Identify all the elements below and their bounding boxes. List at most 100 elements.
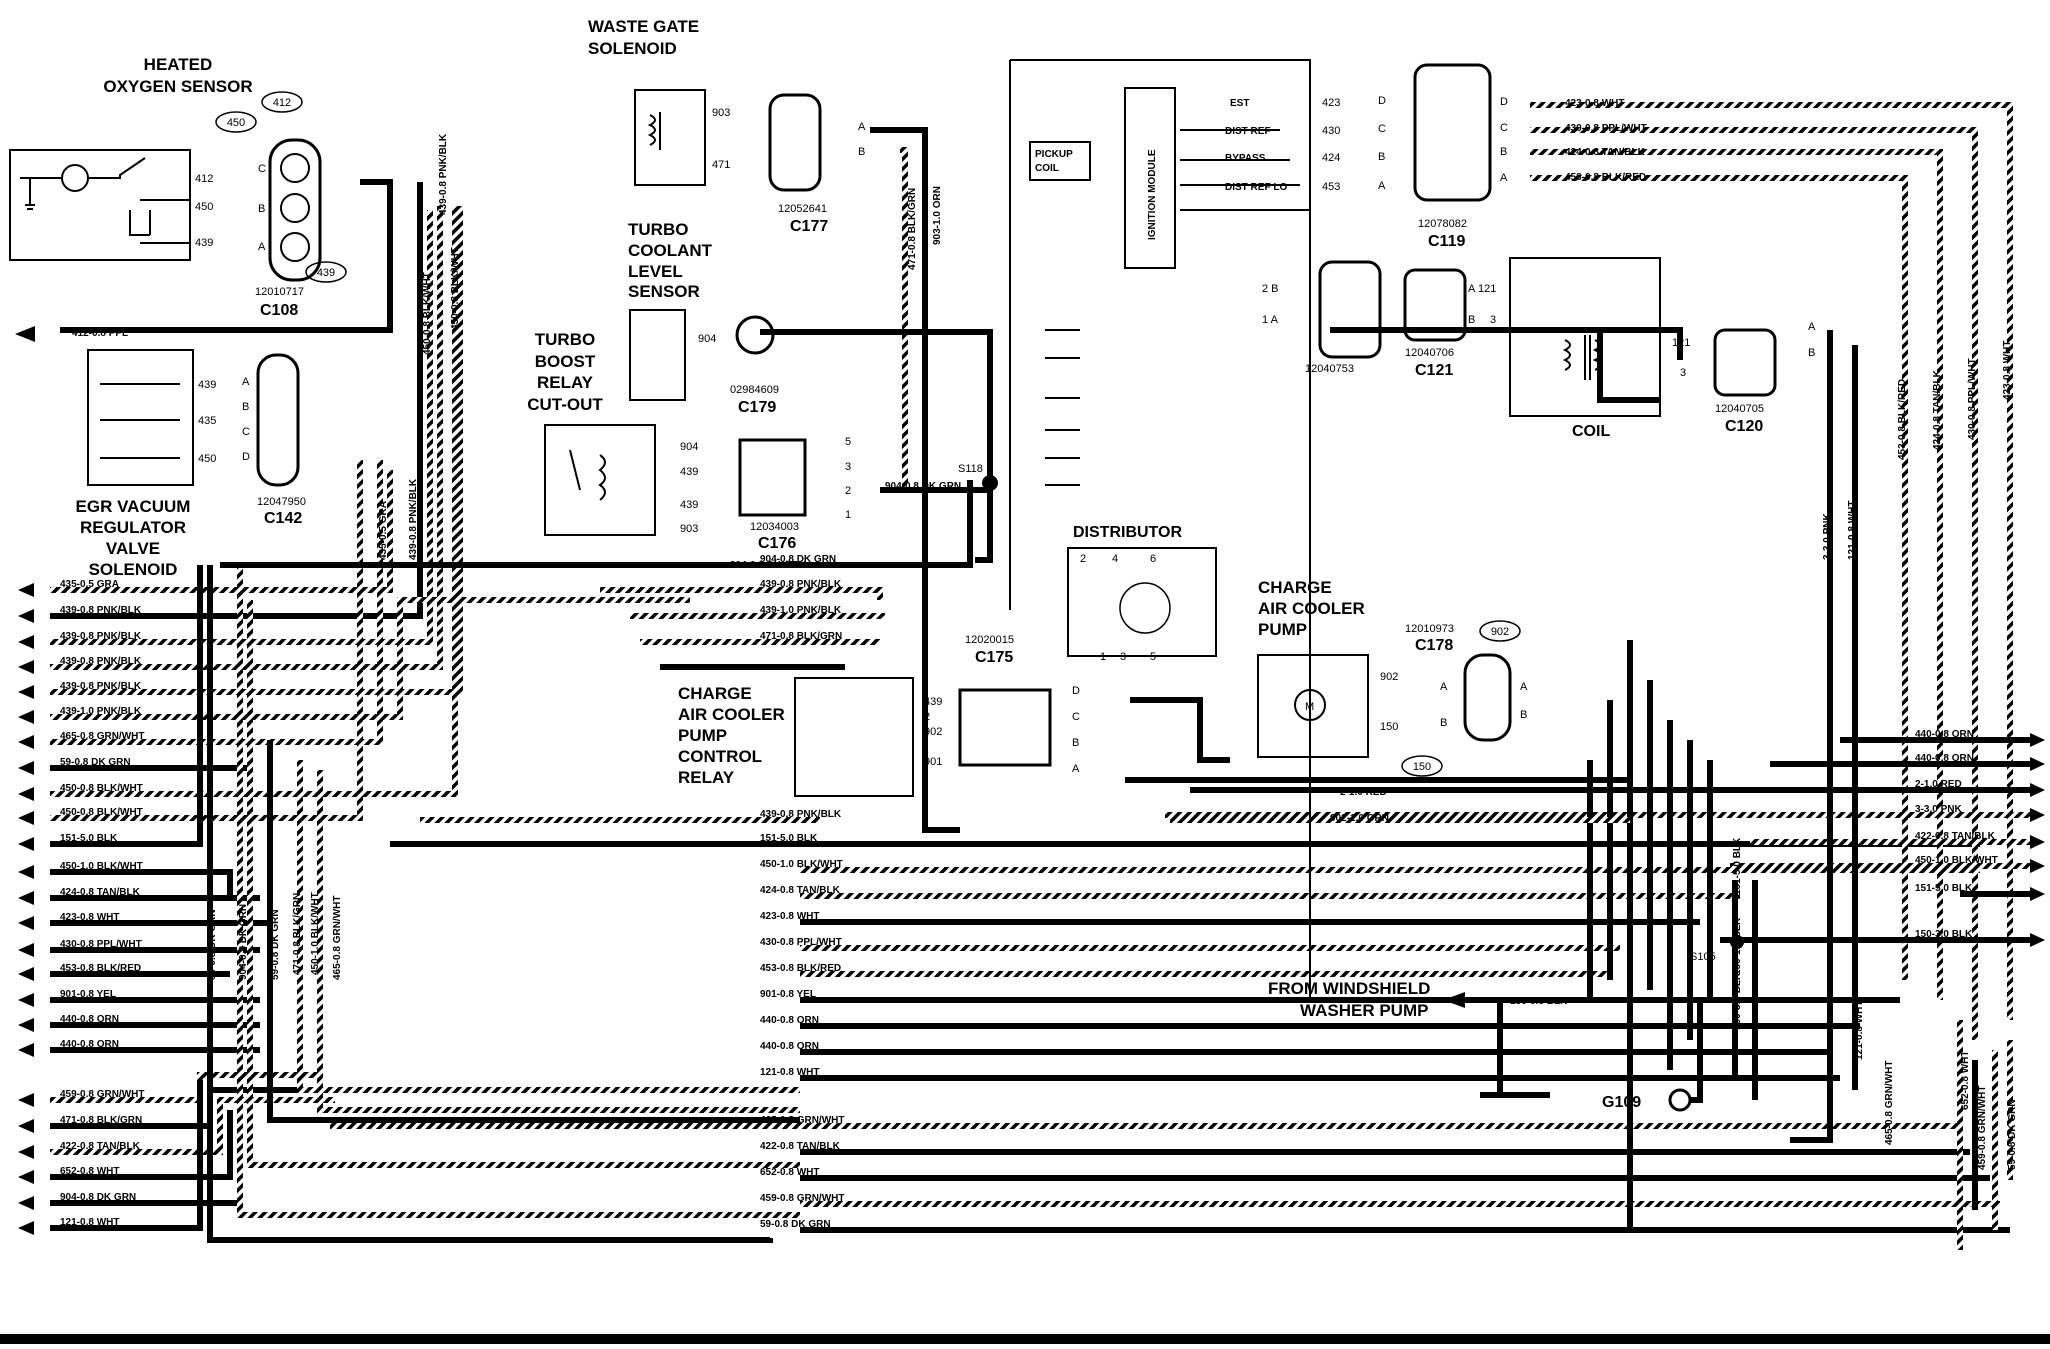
- right-wire-labels: 440-0.8 ORN 440-0.8 ORN 2-1.0 RED 3-3.0 PNK…: [1915, 729, 1998, 940]
- c175-label: C175: [975, 649, 1013, 666]
- misc-wire-904: 904-0.8 DK GRN: [730, 560, 806, 571]
- coolant-title-1: TURBO: [628, 220, 688, 239]
- o2-heater-icon: [61, 164, 89, 192]
- left-wire-label: 904-0.8 DK GRN: [60, 1192, 136, 1203]
- c108-pin-439: [280, 232, 310, 262]
- c142-part-number: 12047950: [257, 496, 306, 508]
- cac-relay-title-2: AIR COOLER: [678, 705, 785, 724]
- left-arrow-icon: [18, 660, 34, 674]
- c176-cavity-2: 2: [845, 485, 851, 497]
- c119-cavity-b-right: B: [1500, 146, 1507, 158]
- c119-cavity-d-right: D: [1500, 96, 1508, 108]
- boost-title-3: RELAY: [537, 373, 594, 392]
- egr-pin-435: 435: [198, 415, 216, 427]
- vertical-left-wire-label: 450-1.0 BLK/WHT: [310, 892, 321, 975]
- left-arrow-icon: [18, 967, 34, 981]
- c121-label: C121: [1415, 362, 1453, 379]
- c179-connector: [735, 315, 775, 355]
- windshield-text-2: WASHER PUMP: [1300, 1001, 1428, 1020]
- mid-wire-label: 459-0.8 GRN/WHT: [760, 1193, 844, 1204]
- windshield-arrow-icon: [1443, 992, 1465, 1008]
- mid-wire-label: 440-0.8 ORN: [760, 1015, 819, 1026]
- wastegate-title-2: SOLENOID: [588, 39, 677, 58]
- c108-connector: [268, 138, 322, 282]
- c178-label: C178: [1415, 637, 1453, 654]
- vertical-right-wire-label: 459-0.8 GRN/WHT: [1977, 1086, 1988, 1170]
- mid-wire-label: 423-0.8 WHT: [760, 911, 819, 922]
- left-arrow-icon: [18, 1145, 34, 1159]
- c121-connector-left: [1318, 260, 1382, 359]
- vertical-right-wire-label: 424-0.8 TAN/BLK: [1932, 369, 1943, 450]
- egr-title-4: SOLENOID: [89, 560, 178, 579]
- right-harness: [1165, 102, 2030, 1250]
- distributor-box: [1067, 547, 1217, 657]
- splice-s105-dot: [1730, 935, 1744, 949]
- c178-connector: [1463, 653, 1512, 742]
- waste-gate-solenoid: WASTE GATE SOLENOID 903 471 12052641 C17…: [588, 17, 866, 235]
- dist-num-5: 5: [1150, 651, 1156, 663]
- o2-cavity-c: C: [258, 163, 266, 175]
- distributor-out-labels: 2-1.0 RED 902-1.0 ORN 904-0.8 DK GRN 903…: [730, 186, 1389, 824]
- c179-label: C179: [738, 399, 776, 416]
- left-wire-label: 439-0.8 PNK/BLK: [60, 605, 142, 616]
- right-wire-label: 151-5.0 BLK: [1915, 883, 1973, 894]
- left-wire-label: 424-0.8 TAN/BLK: [60, 887, 141, 898]
- vertical-right-wire-label: 3-3.0 PNK: [1822, 513, 1833, 560]
- left-wire-label: 151-5.0 BLK: [60, 833, 118, 844]
- left-arrow-icon: [18, 685, 34, 699]
- charge-air-cooler-pump: CHARGE AIR COOLER PUMP M 902 150 1201097…: [1257, 578, 1528, 777]
- c177-cavity-b: B: [858, 146, 865, 158]
- left-wire-label: 450-0.8 BLK/WHT: [60, 807, 143, 818]
- right-wire-label: 2-1.0 RED: [1915, 779, 1962, 790]
- left-wire-label: 435-0.5 GRA: [60, 579, 119, 590]
- c142-label: C142: [264, 510, 302, 527]
- mid-wire-label: 465-0.8 GRN/WHT: [760, 1115, 844, 1126]
- left-wire-label: 652-0.8 WHT: [60, 1166, 119, 1177]
- left-arrow-icon: [18, 1093, 34, 1107]
- right-wire-label: 440-0.8 ORN: [1915, 729, 1974, 740]
- mid-wire-label: 450-1.0 BLK/WHT: [760, 859, 843, 870]
- left-arrow-icon: [18, 1221, 34, 1235]
- dist-num-1: 1: [1100, 651, 1106, 663]
- c178-cavity-a-right: A: [1520, 681, 1528, 693]
- coolant-title-3: LEVEL: [628, 262, 683, 281]
- left-wire-label: 430-0.8 PPL/WHT: [60, 939, 142, 950]
- cac-pump-title-1: CHARGE: [1258, 578, 1332, 597]
- mid-wire-label: 901-0.8 YEL: [760, 989, 816, 1000]
- ignition-module-box: [1124, 87, 1176, 269]
- left-arrows: [18, 583, 34, 1235]
- right-arrows: [2030, 733, 2045, 947]
- egr-cavity-d: D: [242, 451, 250, 463]
- cac-pump-title-3: PUMP: [1258, 620, 1307, 639]
- misc-wire-903: 903-1.0 ORN: [932, 186, 943, 245]
- boost-title-2: BOOST: [535, 352, 596, 371]
- coolant-box: [629, 309, 686, 401]
- mid-wire-label: 471-0.8 BLK/GRN: [760, 631, 842, 642]
- o2-callout-412: 412: [273, 97, 291, 109]
- vertical-right-wire-label: 423-0.8 WHT: [2002, 341, 2013, 400]
- right-wire-label: 3-3.0 PNK: [1915, 804, 1962, 815]
- left-wire-label: 450-0.8 BLK/WHT: [60, 783, 143, 794]
- pickup-coil-label-2: COIL: [1035, 163, 1059, 174]
- wastegate-coil-icon: [647, 112, 661, 150]
- left-wire-label: 440-0.8 ORN: [60, 1014, 119, 1025]
- egr-title-2: REGULATOR: [80, 518, 186, 537]
- o2-cavity-a: A: [258, 241, 266, 253]
- right-wire-label: 440-0.8 ORN: [1915, 753, 1974, 764]
- c178-cavity-a-left: A: [1440, 681, 1448, 693]
- vertical-left-wire-label: 435-0.5 GRA: [378, 501, 389, 560]
- signal-dist-ref-lo: DIST REF LO: [1225, 182, 1287, 193]
- cac-relay-pin-439: 439: [924, 696, 942, 708]
- cac-relay-box: [794, 677, 914, 797]
- vertical-right-wire-label: 430-0.8 PPL/WHT: [1967, 358, 1978, 440]
- right-arrow-icon: [2030, 887, 2045, 901]
- vertical-left-wire-label: 59-0.8 DK GRN: [207, 909, 218, 980]
- c119-wire-453: 453-0.8 BLK/RED: [1565, 172, 1646, 183]
- vertical-right-wire-label: 652-0.8 WHT: [1960, 1051, 1971, 1110]
- left-wire-label: 422-0.8 TAN/BLK: [60, 1141, 141, 1152]
- mid-wire-label: 430-0.8 PPL/WHT: [760, 937, 842, 948]
- o2-sensor-circuit: [20, 157, 146, 210]
- egr-cavity-b: B: [242, 401, 249, 413]
